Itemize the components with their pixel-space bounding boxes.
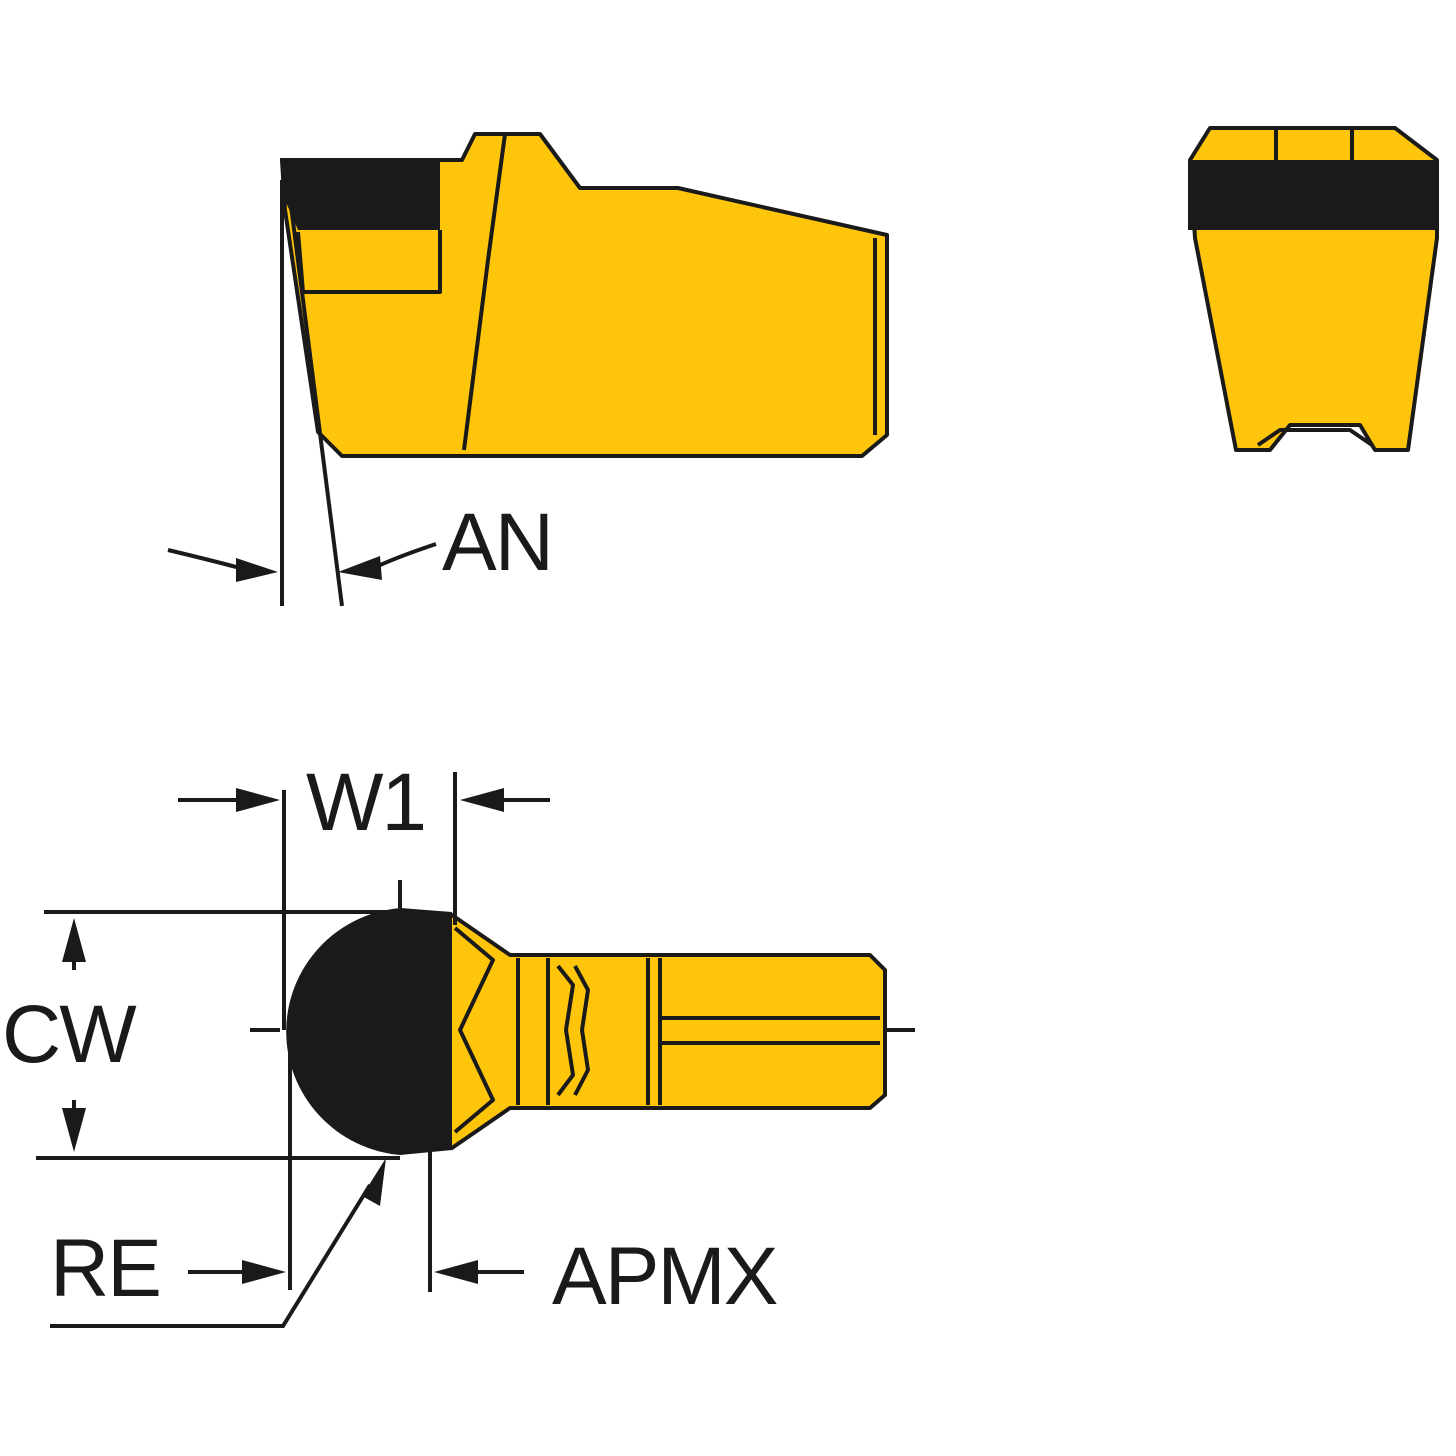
re-arrow-head [242,1260,286,1284]
cw-dimension [36,910,400,1160]
side-view [280,132,889,458]
apmx-arrow-head [434,1260,478,1284]
re-label: RE [50,1223,160,1314]
re-leader-arrow-head [362,1158,386,1206]
apmx-label: APMX [552,1231,777,1322]
cw-arrow-top-head [62,918,86,962]
an-angle-line [287,189,344,607]
w1-label: W1 [306,757,425,848]
re-dimension [50,1030,386,1328]
cw-label: CW [2,989,137,1080]
top-view-groove-b [573,965,590,1096]
top-view-groove-a [556,964,575,1097]
an-dimension [167,180,437,607]
front-view-seat-groove [1256,428,1374,447]
front-view-cutting-edge [1188,160,1439,230]
an-arrow-left-shaft [167,548,241,570]
top-view-body [398,908,887,1152]
w1-arrow-right-head [460,788,504,812]
re-leader [50,1183,372,1328]
an-arrow-right-head [338,556,382,580]
top-view [250,880,915,1155]
cw-arrow-bottom-head [62,1108,86,1152]
front-view [1188,126,1439,452]
side-view-cutting-edge [280,158,440,230]
side-view-chipbreaker-step [296,230,442,294]
top-view-chip-former [453,926,495,1134]
an-arrow-left-head [236,558,278,582]
side-view-rake-line [462,133,507,451]
w1-arrow-left-head [236,788,280,812]
apmx-dimension [428,1150,524,1292]
top-view-cutting-head [286,908,452,1155]
an-label: AN [442,497,552,588]
an-arrow-right-shaft [377,542,437,568]
